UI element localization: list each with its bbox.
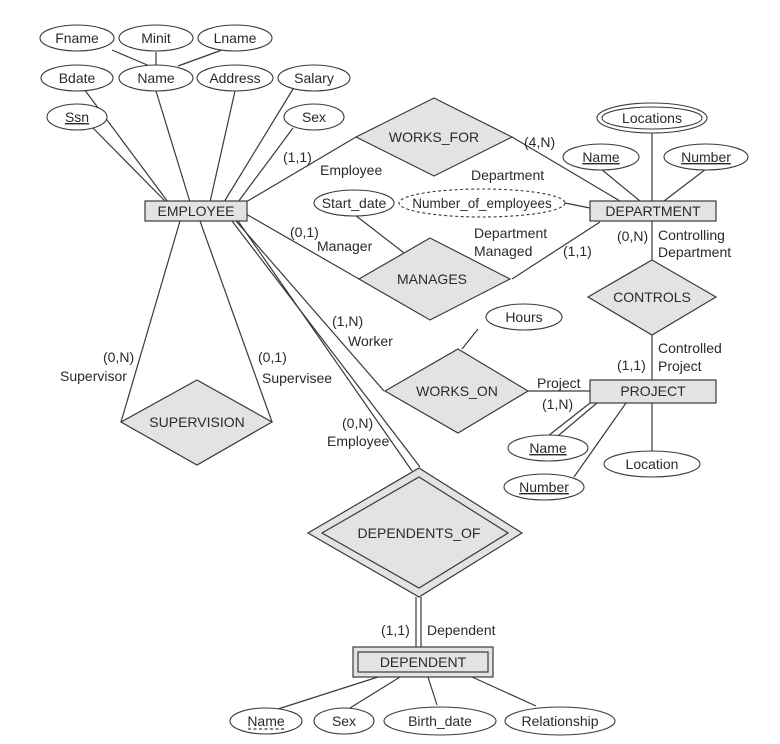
cardinality-controls-project: (1,1) [617,357,646,373]
attribute-department-name-label: Name [582,149,620,165]
attribute-project-location: Location [603,450,701,478]
relationship-manages: MANAGES [357,237,512,321]
attribute-dependent-name: Name [229,707,303,735]
attribute-minit: Minit [118,24,194,52]
cardinality-supervision-supervisee: (0,1) [258,349,287,365]
attribute-bdate: Bdate [40,64,114,92]
attribute-sex: Sex [283,103,345,131]
role-controls-controlled-1: Controlled [658,340,722,356]
entity-dependent: DEPENDENT [352,646,494,678]
relationship-supervision: SUPERVISION [119,379,274,466]
role-supervision-supervisee: Supervisee [262,370,332,386]
entity-employee: EMPLOYEE [144,200,248,222]
cardinality-dependents-of-employee: (0,N) [342,415,373,431]
entity-project: PROJECT [589,379,717,404]
attribute-number-of-employees: Number_of_employees [398,188,566,218]
attribute-address: Address [196,64,274,92]
attribute-fname: Fname [39,24,115,52]
attribute-dependent-sex: Sex [313,707,375,735]
role-manages-manager: Manager [317,238,373,254]
cardinality-labels: (1,1) (4,N) (0,1) (1,1) (0,N) (1,1) (1,N… [103,134,648,638]
attribute-bdate-label: Bdate [59,70,96,86]
attribute-birth-date: Birth_date [383,706,497,736]
attribute-ssn: Ssn [46,103,108,131]
relationship-works-on-label: WORKS_ON [416,383,498,399]
attribute-name: Name [118,64,194,92]
attribute-department-name: Name [562,143,640,171]
role-dependents-of-dependent: Dependent [427,622,496,638]
attribute-start-date: Start_date [313,189,395,217]
role-manages-department-1: Department [474,225,547,241]
role-works-on-worker: Worker [348,333,393,349]
entity-project-label: PROJECT [620,383,686,399]
relationship-controls: CONTROLS [586,259,718,336]
attribute-hours-label: Hours [505,309,542,325]
attribute-dependent-sex-label: Sex [332,713,356,729]
role-controls-controlled-2: Project [658,358,702,374]
attribute-locations-label: Locations [622,110,682,126]
attribute-relationship-label: Relationship [521,713,598,729]
cardinality-works-for-employee: (1,1) [283,149,312,165]
attribute-salary-label: Salary [294,70,334,86]
attribute-hours: Hours [485,303,563,331]
cardinality-dependents-of-dependent: (1,1) [381,622,410,638]
attribute-lname-label: Lname [214,30,257,46]
attribute-project-number: Number [503,473,585,501]
attribute-salary: Salary [277,64,351,92]
cardinality-works-on-employee: (1,N) [332,313,363,329]
attribute-lname: Lname [197,24,273,52]
attribute-project-name: Name [507,434,589,462]
attribute-dependent-name-label: Name [247,713,285,729]
attribute-project-name-label: Name [529,440,567,456]
relationship-supervision-label: SUPERVISION [149,414,244,430]
cardinality-manages-employee: (0,1) [290,224,319,240]
attribute-number-of-employees-label: Number_of_employees [412,196,552,211]
relationship-works-on: WORKS_ON [383,348,530,434]
relationship-works-for-label: WORKS_FOR [389,129,479,145]
attribute-ssn-label: Ssn [65,109,89,125]
role-works-for-department: Department [471,167,544,183]
entity-department: DEPARTMENT [589,200,717,222]
attribute-fname-label: Fname [55,30,99,46]
role-supervision-supervisor: Supervisor [60,368,127,384]
attribute-department-number-label: Number [681,149,731,165]
entity-department-label: DEPARTMENT [605,203,701,219]
relationship-controls-label: CONTROLS [613,289,691,305]
attribute-address-label: Address [209,70,260,86]
attribute-project-location-label: Location [626,456,679,472]
attribute-locations: Locations [596,102,708,134]
attribute-department-number: Number [663,143,749,171]
attribute-project-number-label: Number [519,479,569,495]
relationship-works-for: WORKS_FOR [354,97,514,177]
relationship-dependents-of: DEPENDENTS_OF [306,467,524,598]
cardinality-controls-department: (0,N) [617,228,648,244]
attribute-sex-label: Sex [302,109,326,125]
cardinality-works-for-department: (4,N) [524,134,555,150]
connector-lines [83,49,707,710]
role-labels: Employee Department Manager Department M… [60,162,731,638]
cardinality-manages-department: (1,1) [563,243,592,259]
entity-dependent-label: DEPENDENT [380,654,467,670]
cardinality-supervision-supervisor: (0,N) [103,349,134,365]
attribute-relationship: Relationship [504,706,616,736]
attribute-minit-label: Minit [141,30,171,46]
attribute-birth-date-label: Birth_date [408,713,472,729]
role-works-for-employee: Employee [320,162,382,178]
role-works-on-project: Project [537,375,581,391]
role-controls-controlling-1: Controlling [658,227,725,243]
attribute-start-date-label: Start_date [322,195,387,211]
role-controls-controlling-2: Department [658,244,731,260]
relationship-manages-label: MANAGES [397,271,467,287]
role-dependents-of-employee: Employee [327,433,389,449]
entity-employee-label: EMPLOYEE [157,203,234,219]
relationship-dependents-of-label: DEPENDENTS_OF [358,525,481,541]
cardinality-works-on-project: (1,N) [542,396,573,412]
role-manages-department-2: Managed [474,243,532,259]
attribute-name-label: Name [137,70,175,86]
